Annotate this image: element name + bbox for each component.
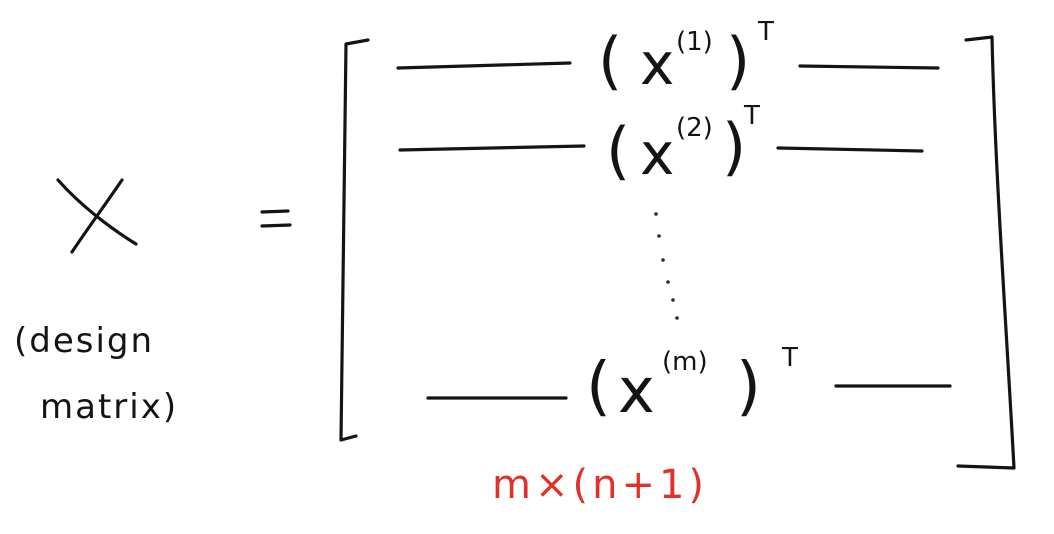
row-m-superscript: (m) (662, 347, 708, 377)
dimension-label: m×(n+1) (492, 462, 708, 508)
vertical-ellipsis (654, 212, 679, 320)
equals-sign: = (260, 209, 292, 228)
row-2-symbol: x (640, 120, 674, 188)
row-2-superscript: (2) (676, 113, 713, 143)
matrix-row-1: ( x (1) ) T (396, 17, 940, 98)
row-2-open-paren: ( (606, 114, 630, 187)
row-2-right-dash (776, 146, 924, 153)
left-bracket (339, 38, 370, 442)
matrix-row-2: ( x (2) ) T (398, 101, 924, 188)
row-1-symbol: x (640, 30, 674, 98)
lhs-symbol-x: X (56, 178, 138, 254)
row-1-close-paren: ) (726, 24, 750, 97)
row-m-open-paren: ( (586, 350, 611, 424)
matrix-row-m: ( x (m) ) T (426, 343, 952, 427)
row-m-symbol: x (618, 354, 655, 427)
caption-line-1: (design (14, 321, 154, 361)
row-1-right-dash (798, 64, 940, 70)
right-bracket (956, 35, 1016, 470)
row-2-left-dash (398, 144, 586, 152)
row-1-left-dash (396, 61, 572, 70)
row-1-superscript: (1) (676, 27, 713, 57)
row-1-open-paren: ( (598, 24, 622, 97)
row-1-transpose: T (757, 17, 774, 47)
row-m-transpose: T (781, 343, 798, 373)
row-2-close-paren: ) (722, 110, 746, 183)
row-m-close-paren: ) (736, 350, 761, 424)
row-2-transpose: T (743, 101, 760, 131)
caption-line-2: matrix) (40, 387, 178, 427)
